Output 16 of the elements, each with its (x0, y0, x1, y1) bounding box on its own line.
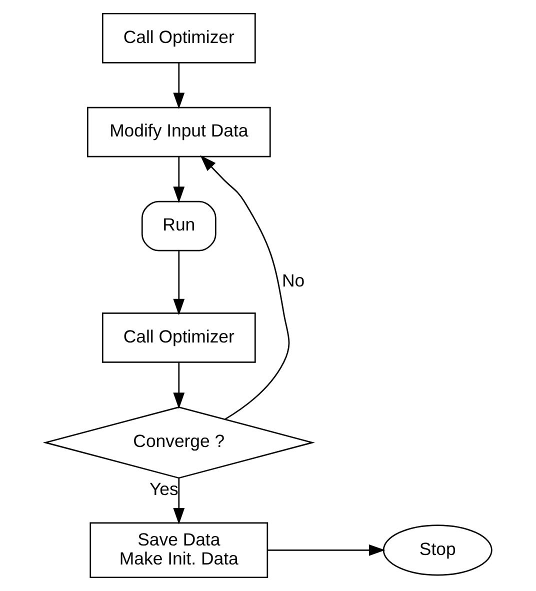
node-box: Modify Input Data (86, 106, 270, 158)
node-diamond: Converge ? (42, 406, 314, 479)
arrow (172, 156, 184, 204)
node-box: Run (140, 200, 216, 252)
arrow (172, 478, 184, 524)
arrow (267, 544, 385, 556)
arrow (200, 155, 290, 420)
edge-label: No (281, 270, 304, 291)
arrow (172, 251, 184, 316)
node-box: Save Data Make Init. Data (89, 522, 268, 578)
node-ellipse: Stop (382, 524, 492, 576)
arrow (172, 62, 184, 110)
node-box: Call Optimizer (101, 12, 256, 64)
node-box: Call Optimizer (101, 312, 256, 363)
arrow (172, 362, 184, 409)
edge-label: Yes (148, 478, 178, 499)
